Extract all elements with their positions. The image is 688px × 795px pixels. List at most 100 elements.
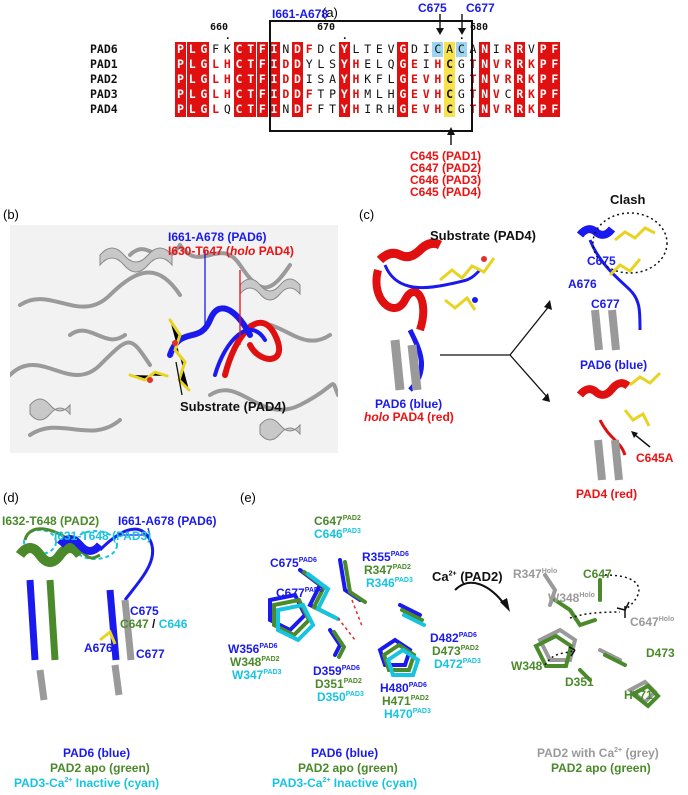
residue-cell: G — [397, 42, 409, 57]
residue-cell: S — [317, 72, 325, 86]
residue-cell: L — [186, 42, 198, 57]
residue-cell: D — [292, 42, 303, 57]
residue-cell: D — [292, 57, 303, 72]
residue-cell: H — [434, 87, 442, 101]
residue-cell: K — [528, 87, 535, 101]
residue-cell: I — [305, 72, 313, 86]
residue-cell: H — [434, 72, 442, 86]
residue-cell: T — [245, 102, 257, 117]
residue-cell: K — [528, 102, 535, 116]
label-d-pad2-range: I632-T648 (PAD2) — [2, 514, 100, 528]
label-d-c647-c646: C647 / C646 — [120, 617, 188, 631]
residue-cell: M — [364, 87, 372, 101]
residue-cell: R — [504, 42, 512, 56]
residue-cell: I — [268, 72, 280, 87]
label-c-pad6-blue: PAD6 (blue) — [580, 358, 648, 372]
residue-cell: G — [198, 57, 210, 72]
residue-cell: G — [457, 72, 465, 86]
seq-name: PAD2 — [90, 72, 118, 86]
residue-cell: D — [317, 42, 325, 56]
residue-cell: V — [422, 72, 430, 86]
ruler-dot: . — [458, 31, 465, 42]
residue-cell: H — [223, 57, 231, 71]
label-e-r355: R355PAD6 — [362, 550, 409, 564]
label-e-h471: H471PAD2 — [382, 694, 429, 708]
label-e-h470: H470PAD3 — [384, 707, 431, 721]
residue-cell: V — [422, 102, 430, 116]
seq-name: PAD3 — [90, 87, 118, 101]
residue-cell: T — [469, 72, 477, 86]
residue-cell: P — [175, 72, 186, 87]
residue-cell: I — [268, 42, 280, 57]
residue-cell: K — [528, 72, 535, 86]
residue-cell: N — [479, 87, 491, 102]
panel-label-b: (b) — [3, 207, 19, 222]
residue-cell: L — [212, 102, 220, 116]
legend-c-pad6: PAD6 (blue) — [375, 397, 443, 411]
label-e-ca-pad2: Ca2+ (PAD2) — [432, 569, 503, 584]
residue-cell: I — [422, 57, 430, 71]
legend-e-pad2: PAD2 apo (green) — [298, 761, 398, 775]
label-c-substrate: Substrate (PAD4) — [430, 228, 536, 243]
top-cys-c675: C675 — [418, 1, 447, 15]
label-e-w348: W348PAD2 — [230, 655, 280, 669]
residue-cell: D — [292, 72, 303, 87]
residue-cell: P — [175, 42, 186, 57]
residue-cell: H — [223, 87, 231, 101]
ruler-dot: . — [341, 31, 348, 42]
residue-cell: H — [352, 57, 360, 71]
legend-d-pad3: PAD3-Ca2+ Inactive (cyan) — [14, 776, 160, 790]
residue-cell: P — [175, 57, 186, 72]
residue-cell: E — [411, 87, 418, 101]
residue-cell: N — [282, 102, 290, 116]
residue-cell: F — [256, 57, 268, 72]
residue-cell: G — [198, 42, 210, 57]
residue-cell: F — [256, 87, 268, 102]
residue-cell: L — [186, 57, 198, 72]
residue-cell: K — [223, 42, 231, 56]
residue-cell: E — [375, 42, 383, 56]
residue-cell: V — [422, 87, 430, 101]
residue-cell: G — [397, 87, 409, 102]
label-b-substrate: Substrate (PAD4) — [180, 399, 286, 414]
panel-label-c: (c) — [359, 207, 375, 222]
seq-name: PAD1 — [90, 57, 118, 71]
residue-cell: I — [268, 57, 280, 72]
residue-cell: G — [397, 72, 409, 87]
cartoon-c-main — [372, 238, 496, 392]
residue-cell: F — [212, 42, 220, 56]
label-d-c677: C677 — [136, 647, 165, 661]
residue-cell: R — [504, 57, 512, 71]
residue-cell: N — [479, 57, 491, 72]
legend-d-pad2: PAD2 apo (green) — [50, 761, 150, 775]
label-c-a676: A676 — [568, 277, 597, 291]
residue-cell: T — [364, 42, 372, 56]
residue-cell: P — [329, 87, 337, 101]
residue-cell: F — [305, 87, 313, 101]
residue-cell: C — [444, 102, 456, 117]
residue-cell: H — [223, 72, 231, 86]
residue-cell: P — [537, 72, 549, 87]
residue-cell: L — [186, 72, 198, 87]
residue-cell: L — [212, 87, 220, 101]
residue-cell: N — [479, 102, 491, 117]
panel-label-e: (e) — [240, 490, 256, 505]
residue-cell: Q — [223, 102, 231, 116]
residue-cell: I — [268, 102, 280, 117]
residue-cell: L — [212, 57, 220, 71]
residue-cell: F — [549, 72, 561, 87]
residue-cell: G — [457, 102, 465, 116]
ruler-670: 670 — [317, 22, 336, 33]
residue-cell: N — [479, 72, 491, 87]
residue-cell: L — [375, 57, 383, 71]
residue-cell: D — [292, 87, 303, 102]
residue-cell: E — [364, 57, 372, 71]
seq-name: PAD4 — [90, 102, 118, 116]
legend-d-pad6: PAD6 (blue) — [63, 746, 131, 760]
residue-cell: T — [469, 57, 477, 71]
residue-cell: V — [492, 102, 500, 116]
residue-cell: A — [329, 72, 337, 86]
label-e-d473: D473PAD2 — [432, 644, 479, 658]
residue-cell: T — [469, 102, 477, 116]
